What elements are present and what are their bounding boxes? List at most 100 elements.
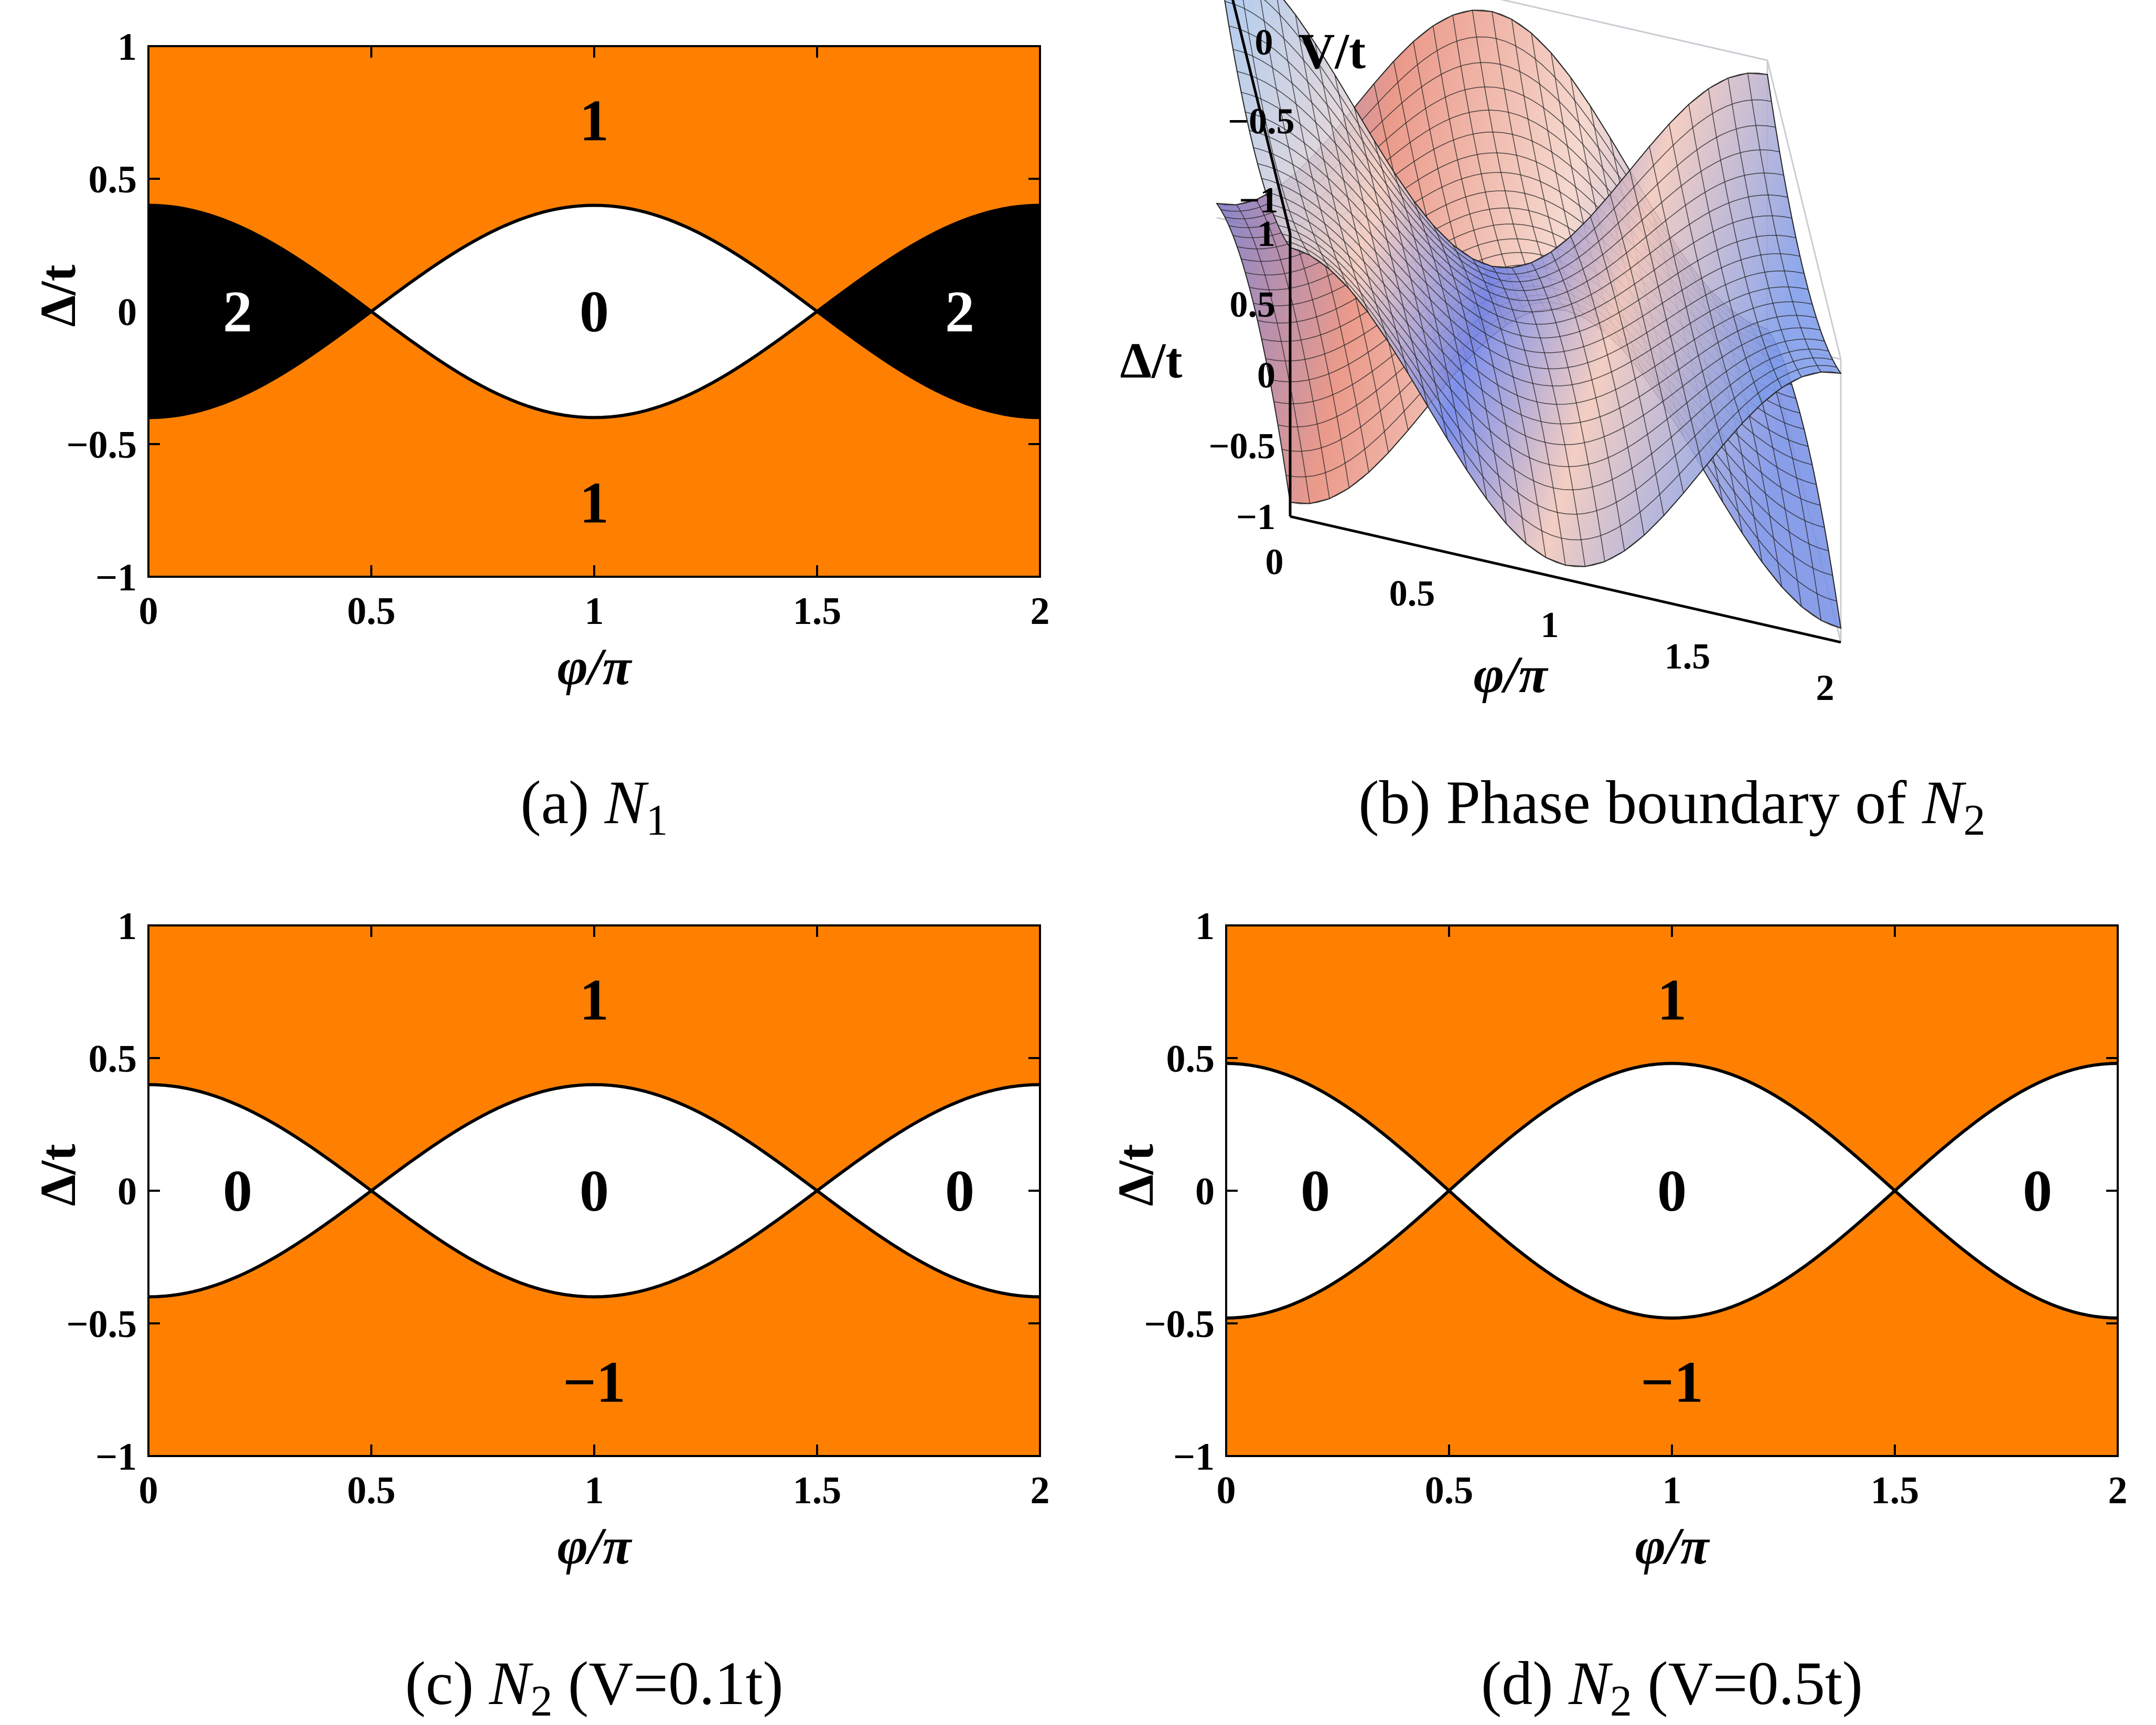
b-grid-line <box>1550 252 1625 551</box>
b-v-tick-label: −1 <box>1239 180 1279 221</box>
a-caption-subscript: 1 <box>646 796 668 845</box>
b-grid-line <box>1374 140 1448 439</box>
b-phi-tick-label: 1.5 <box>1665 637 1711 677</box>
c-y-tick-label: 1 <box>117 905 137 948</box>
d-x-tick-label: 1.5 <box>1871 1469 1919 1512</box>
d-right-region <box>1895 1063 2118 1318</box>
b-box-edge <box>1766 60 1842 360</box>
b-grid-line <box>1314 43 1389 342</box>
a-y-tick-label: 1 <box>117 26 137 69</box>
d-caption-suffix: (V=0.5t) <box>1632 1649 1863 1718</box>
b-grid-line <box>1511 267 1586 567</box>
b-grid-line <box>1767 74 1841 374</box>
b-grid-line <box>1277 0 1350 289</box>
b-delta-tick-label: −1 <box>1236 497 1275 537</box>
b-grid-line <box>1242 0 1311 256</box>
d-y-tick-label: 0 <box>1195 1170 1215 1213</box>
b-grid-line <box>1236 204 1311 504</box>
b-caption-subscript: 2 <box>1964 796 1986 845</box>
a-y-tick-label: −0.5 <box>66 424 137 467</box>
d-left-region <box>1226 1063 1449 1318</box>
b-v-tick-label: 0 <box>1255 23 1273 63</box>
d-x-axis-label: φ/π <box>1635 1517 1710 1575</box>
d-x-tick-label: 0 <box>1217 1469 1236 1512</box>
b-v-axis-label: V/t <box>1299 23 1366 79</box>
a-x-tick-label: 2 <box>1031 590 1050 633</box>
c-y-axis-label: Δ/t <box>30 1144 86 1206</box>
b-phi-tick-label: 1 <box>1541 605 1559 645</box>
a-region-label: 0 <box>580 279 609 344</box>
a-x-tick-label: 0.5 <box>347 590 396 633</box>
b-box-edge <box>1500 0 1768 61</box>
panel-b: 00.511.52−1−0.500.5110.50−0.5−1 φ/π Δ/t … <box>1120 0 1986 845</box>
d-region-label: 0 <box>2023 1159 2052 1224</box>
b-grid-line <box>1649 146 1723 446</box>
d-caption-symbol: N <box>1568 1649 1613 1718</box>
b-ticks: 00.511.52−1−0.500.5110.50−0.5−1 <box>1209 23 1835 708</box>
c-region-label: 0 <box>580 1159 609 1224</box>
d-central-lens <box>1449 1063 1895 1318</box>
d-x-tick-label: 0.5 <box>1425 1469 1474 1512</box>
b-grid-line <box>1256 199 1330 499</box>
b-phi-tick-label: 0 <box>1265 542 1284 583</box>
b-phi-tick-label: 0.5 <box>1389 574 1435 614</box>
d-caption: (d) N2 (V=0.5t) <box>1481 1649 1863 1725</box>
c-region-label: 0 <box>223 1159 252 1224</box>
c-y-tick-label: −1 <box>95 1436 137 1479</box>
c-x-tick-label: 1 <box>585 1469 604 1512</box>
c-x-tick-label: 0.5 <box>347 1469 396 1512</box>
d-region-label: 1 <box>1657 968 1687 1033</box>
b-grid-line <box>1393 171 1468 471</box>
c-caption-prefix: (c) <box>405 1649 489 1718</box>
a-x-tick-label: 1.5 <box>793 590 842 633</box>
b-grid-line <box>1492 266 1566 566</box>
a-boundary-upper <box>148 203 1041 419</box>
c-x-axis-label: φ/π <box>557 1517 632 1575</box>
a-x-axis-label: φ/π <box>557 638 632 696</box>
b-grid-line <box>1413 200 1487 500</box>
b-grid-line <box>1531 262 1605 562</box>
a-central-lens <box>371 205 817 418</box>
c-x-tick-label: 2 <box>1031 1469 1050 1512</box>
a-region-label: 2 <box>945 279 974 344</box>
d-x-tick-label: 1 <box>1662 1469 1682 1512</box>
b-grid-line <box>1688 104 1763 404</box>
c-y-tick-label: 0.5 <box>89 1038 137 1081</box>
b-grid-line <box>1590 217 1665 516</box>
a-right-region <box>817 205 1040 418</box>
c-x-tick-label: 1.5 <box>793 1469 842 1512</box>
b-phi-tick-label: 2 <box>1816 668 1835 708</box>
c-caption-subscript: 2 <box>531 1677 553 1725</box>
b-grid-line <box>1668 124 1743 423</box>
d-region-label: 0 <box>1657 1159 1687 1224</box>
b-surface <box>1216 0 1842 629</box>
d-y-axis-label: Δ/t <box>1108 1144 1164 1206</box>
c-boundary-lower <box>148 1083 1041 1299</box>
b-caption-symbol: N <box>1922 768 1967 837</box>
b-delta-axis-label: Δ/t <box>1120 332 1183 389</box>
b-delta-tick-label: 1 <box>1257 214 1275 254</box>
b-grid-line <box>1747 73 1822 372</box>
b-x-axis-label: φ/π <box>1474 645 1549 704</box>
b-grid-line <box>1708 89 1783 388</box>
b-grid-line <box>1334 74 1409 374</box>
b-axis-line <box>1231 0 1292 234</box>
c-y-tick-label: 0 <box>117 1170 137 1213</box>
b-grid-line <box>1432 224 1507 524</box>
a-x-tick-label: 1 <box>585 590 604 633</box>
b-caption: (b) Phase boundary of N2 <box>1358 768 1986 845</box>
b-grid-line <box>1728 78 1802 378</box>
b-grid-line <box>1224 0 1291 248</box>
b-caption-prefix: (b) Phase boundary of <box>1358 768 1922 837</box>
a-region-label: 1 <box>580 89 609 154</box>
a-caption-prefix: (a) <box>520 768 604 837</box>
c-central-lens <box>371 1084 817 1297</box>
b-grid-line <box>1216 203 1291 503</box>
